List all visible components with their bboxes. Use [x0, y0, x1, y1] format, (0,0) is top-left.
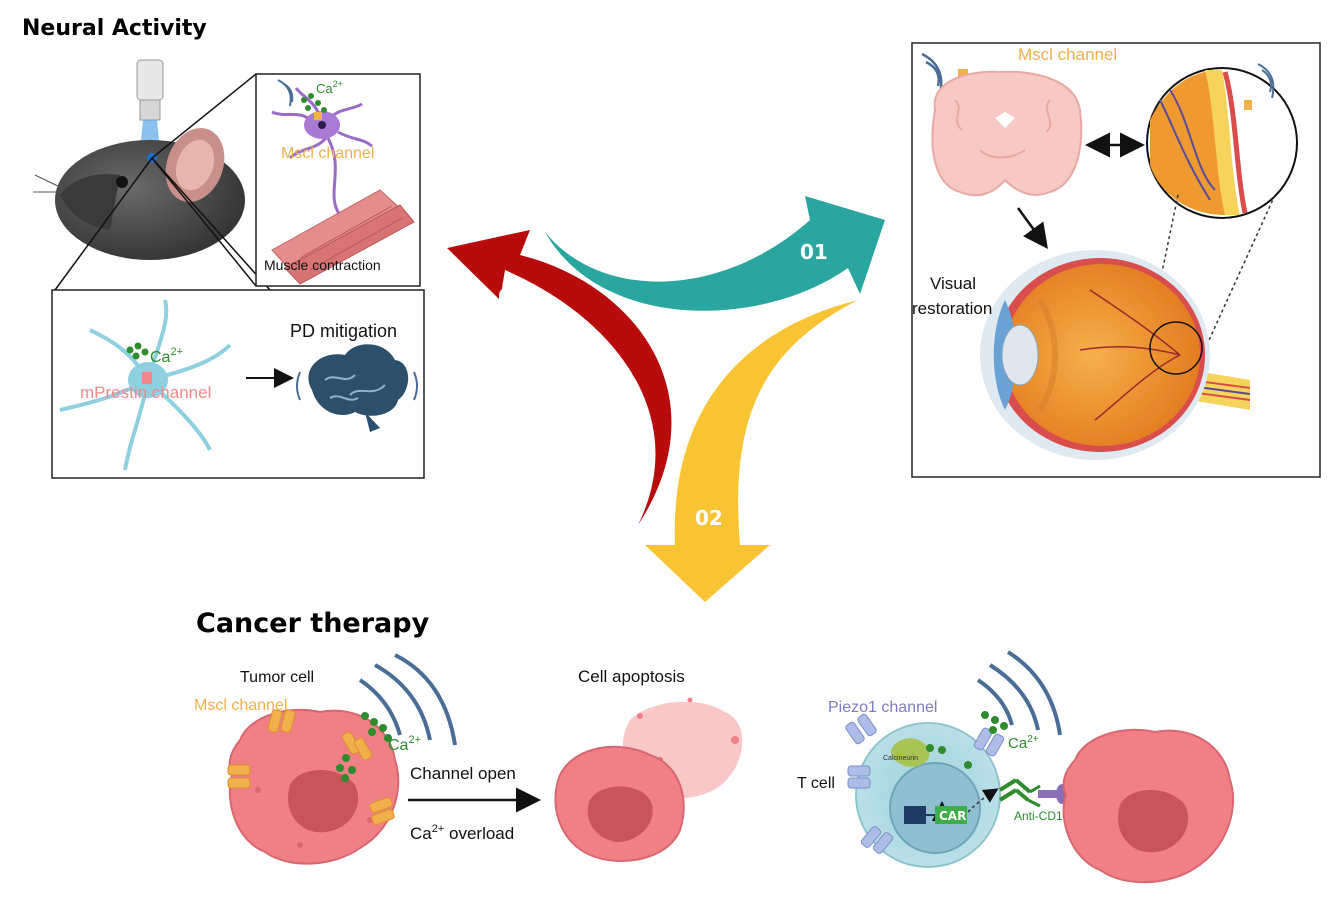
mscl-channel-label-visual: Mscl channel	[1018, 45, 1117, 64]
car-receptor-icon	[998, 778, 1068, 808]
ca-ions	[926, 711, 1008, 769]
piezo1-channel-label: Piezo1 channel	[828, 699, 937, 716]
mscl-channel-icons	[227, 709, 395, 826]
ca-overload-label: Ca2+ overload	[410, 823, 514, 843]
apoptotic-cell-icon	[554, 697, 743, 862]
arrow-02	[645, 300, 858, 602]
ca-ions	[301, 93, 327, 113]
muscle-contraction-label: Muscle contraction	[264, 257, 381, 273]
cell-apoptosis-label: Cell apoptosis	[578, 667, 685, 686]
gene-icon	[904, 806, 926, 824]
center-arrows: 01 02 03	[447, 196, 885, 602]
svg-text:Ca2+: Ca2+	[388, 734, 421, 754]
car-label: CAR	[939, 809, 966, 823]
channel-open-label: Channel open	[410, 764, 516, 783]
visual-restoration-panel: Mscl channel	[911, 42, 1321, 478]
mprestin-channel-label: mPrestin channel	[80, 383, 211, 402]
brain-icon	[296, 344, 418, 432]
mouse-illustration	[33, 59, 245, 260]
calcineurin-label: Calcineurin	[883, 755, 918, 762]
mscl-channel-label: Mscl channel	[281, 145, 374, 162]
ca-ions	[336, 712, 392, 782]
tumor-cell-label: Tumor cell	[240, 669, 314, 686]
arrow-01-label: 01	[800, 240, 828, 264]
arrow-03	[447, 230, 672, 525]
t-cell-label: T cell	[797, 775, 835, 792]
neural-activity-panel: Neural Activity	[22, 16, 425, 479]
visual-label-line1: Visual	[930, 274, 976, 293]
arrow-03-label: 03	[498, 285, 526, 309]
muscle-icon	[271, 189, 415, 285]
neuron-icon	[271, 87, 373, 216]
svg-text:Ca2+: Ca2+	[1008, 734, 1039, 752]
tumor-cell-icon	[1062, 728, 1235, 884]
wave-icon	[976, 650, 1062, 736]
mouse-eye	[116, 176, 128, 188]
piezo1-channel-icons	[845, 713, 1005, 854]
visual-label-line2: restoration	[912, 299, 992, 318]
mprestin-channel-icon	[142, 372, 152, 384]
wave-icon	[358, 653, 457, 746]
svg-text:Ca2+: Ca2+	[150, 346, 183, 366]
mscl-channel-icon	[314, 112, 322, 120]
arrow-01	[545, 196, 885, 311]
wave-icon	[277, 79, 294, 107]
t-cell-icon: CAR Calcineurin	[855, 722, 1001, 868]
neural-activity-title: Neural Activity	[22, 16, 207, 41]
cancer-therapy-panel: Cancer therapy Tumor cell Mscl channel	[194, 608, 1235, 884]
eye-icon	[980, 250, 1251, 460]
ultrasound-probe-icon	[136, 59, 164, 101]
mscl-channel-label-cancer: Mscl channel	[194, 697, 287, 714]
brain-coronal-icon	[931, 70, 1083, 197]
pd-mitigation-label: PD mitigation	[290, 321, 397, 341]
cancer-therapy-title: Cancer therapy	[196, 608, 430, 639]
magnified-retina-icon	[1146, 63, 1298, 219]
svg-text:Ca2+: Ca2+	[316, 79, 343, 96]
arrow-02-label: 02	[695, 506, 723, 530]
